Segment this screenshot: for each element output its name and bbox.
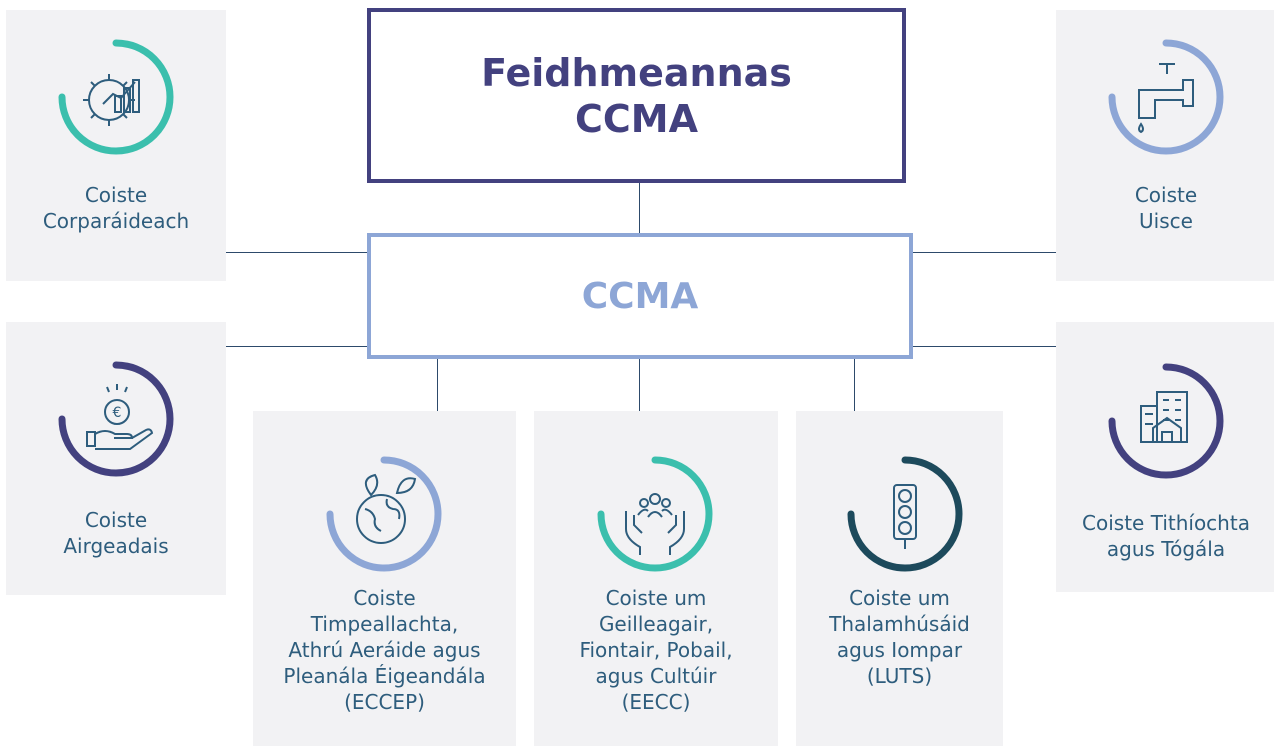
- connector-right-top: [913, 252, 1056, 253]
- committee-label: Coiste Uisce: [1134, 183, 1198, 233]
- committee-label: Coiste um Thalamhúsáid agus Iompar (LUTS…: [829, 586, 970, 688]
- euro-coin-hand-icon: €: [57, 360, 175, 478]
- water-tap-icon: [1107, 38, 1225, 156]
- svg-text:€: €: [113, 405, 122, 421]
- committee-label: Coiste um Geilleagair, Fiontair, Pobail,…: [579, 586, 733, 714]
- committee-label: Coiste Timpeallachta, Athrú Aeráide agus…: [283, 586, 486, 714]
- connector-down-2: [639, 359, 640, 411]
- globe-leaf-icon: [325, 455, 443, 573]
- connector-right-bottom: [913, 346, 1056, 347]
- committee-label: Coiste Tithíochta agus Tógála: [1082, 511, 1250, 561]
- ccma-title: CCMA: [581, 275, 699, 317]
- executive-box: Feidhmeannas CCMA: [367, 8, 906, 183]
- connector-down-3: [854, 359, 855, 411]
- connector-left-bottom: [226, 346, 367, 347]
- ccma-box: CCMA: [367, 233, 913, 359]
- connector-down-1: [437, 359, 438, 411]
- committee-label: Coiste Airgeadais: [63, 508, 169, 558]
- traffic-light-icon: [846, 455, 964, 573]
- committee-card-housing: Coiste Tithíochta agus Tógála: [1056, 322, 1274, 592]
- committee-card-corporate: Coiste Corparáideach: [6, 10, 226, 281]
- executive-title: Feidhmeannas CCMA: [481, 50, 792, 141]
- committee-card-finance: € Coiste Airgeadais: [6, 322, 226, 595]
- committee-card-eecc: Coiste um Geilleagair, Fiontair, Pobail,…: [534, 411, 778, 746]
- buildings-icon: [1107, 362, 1225, 480]
- committee-card-luts: Coiste um Thalamhúsáid agus Iompar (LUTS…: [796, 411, 1003, 746]
- community-hands-icon: [596, 455, 714, 573]
- committee-card-eccep: Coiste Timpeallachta, Athrú Aeráide agus…: [253, 411, 516, 746]
- connector-exec-ccma: [639, 183, 640, 233]
- committee-label: Coiste Corparáideach: [42, 183, 190, 233]
- committee-card-water: Coiste Uisce: [1056, 10, 1274, 281]
- gear-chart-icon: [57, 38, 175, 156]
- connector-left-top: [226, 252, 367, 253]
